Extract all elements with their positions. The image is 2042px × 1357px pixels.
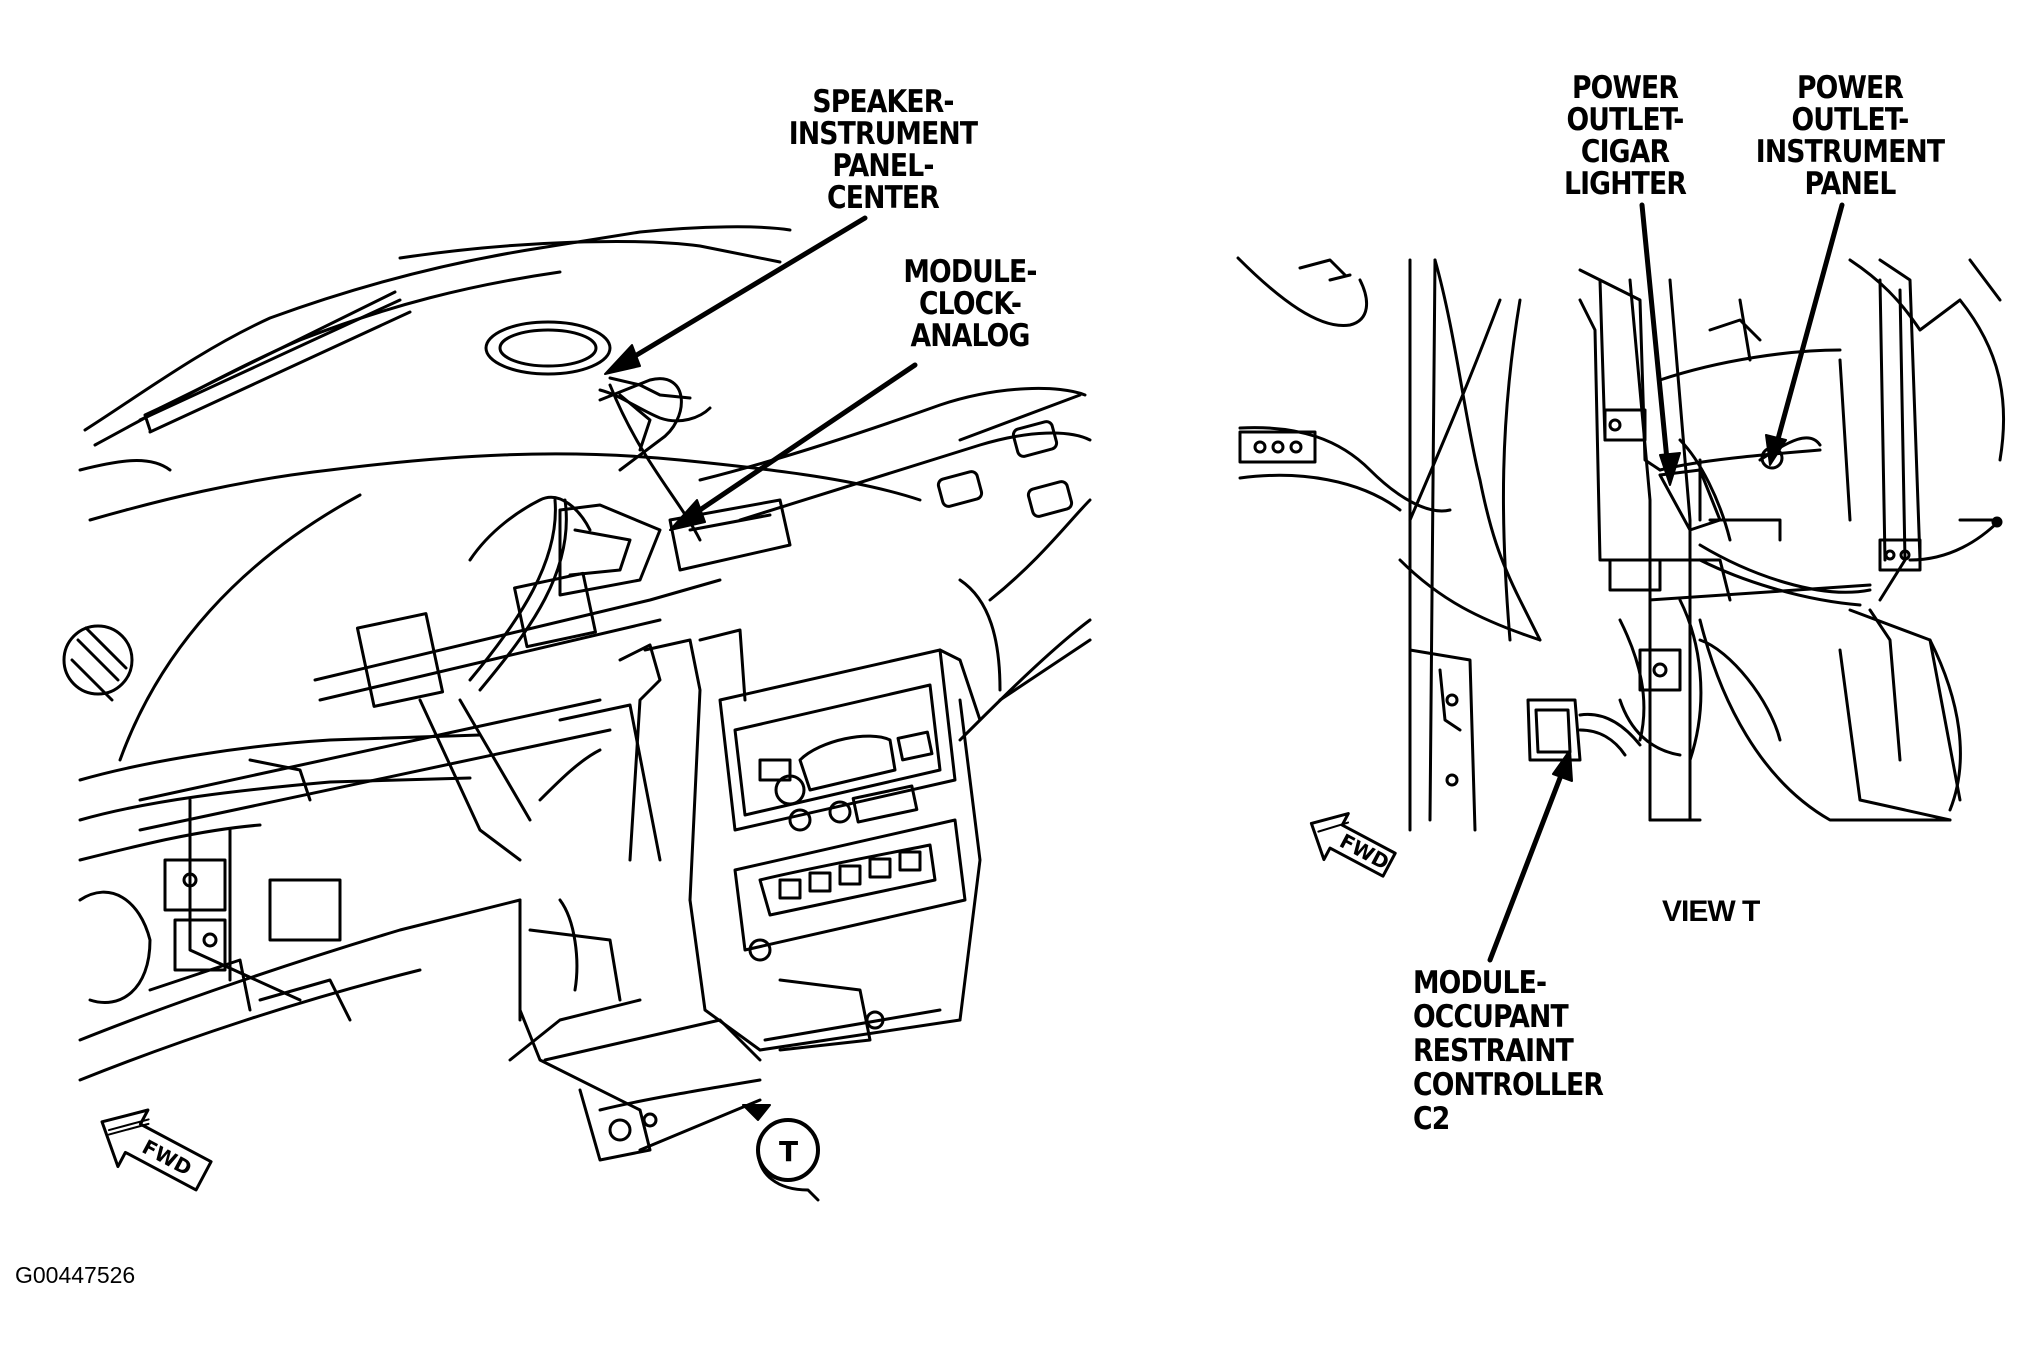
leader-speaker <box>617 215 868 368</box>
leader-lines <box>604 202 1845 963</box>
leader-orc <box>1487 762 1568 963</box>
arrowhead-outlet-ip <box>1765 434 1787 466</box>
leader-cigar <box>1639 202 1671 473</box>
callout-module-clock-analog: MODULE- CLOCK- ANALOG <box>903 254 1037 354</box>
callout-speaker-instrument-panel-center: SPEAKER- INSTRUMENT PANEL- CENTER <box>788 84 978 216</box>
fwd-arrow-left: FWD <box>100 1108 213 1192</box>
arrowhead-clock <box>669 499 706 531</box>
arrowhead-cigar <box>1659 452 1681 486</box>
view-marker-letter: T <box>779 1135 798 1168</box>
view-marker: T <box>742 1104 820 1202</box>
view-t-drawing <box>1236 256 2006 832</box>
leader-outlet-ip <box>1772 202 1845 453</box>
callout-module-occupant-restraint-controller: MODULE- OCCUPANT RESTRAINT CONTROLLER C2 <box>1413 965 1604 1137</box>
arrowhead-speaker <box>604 344 641 375</box>
arrowhead-orc <box>1552 749 1573 782</box>
callout-power-outlet-instrument-panel: POWER OUTLET- INSTRUMENT PANEL <box>1755 70 1945 202</box>
leader-clock <box>682 362 918 523</box>
fwd-arrow-right: FWD <box>1309 812 1397 878</box>
instrument-panel-drawing <box>62 225 1092 1162</box>
view-t-caption: VIEW T <box>1662 895 1760 928</box>
figure-id: G00447526 <box>15 1262 136 1288</box>
callout-power-outlet-cigar-lighter: POWER OUTLET- CIGAR LIGHTER <box>1563 70 1687 202</box>
